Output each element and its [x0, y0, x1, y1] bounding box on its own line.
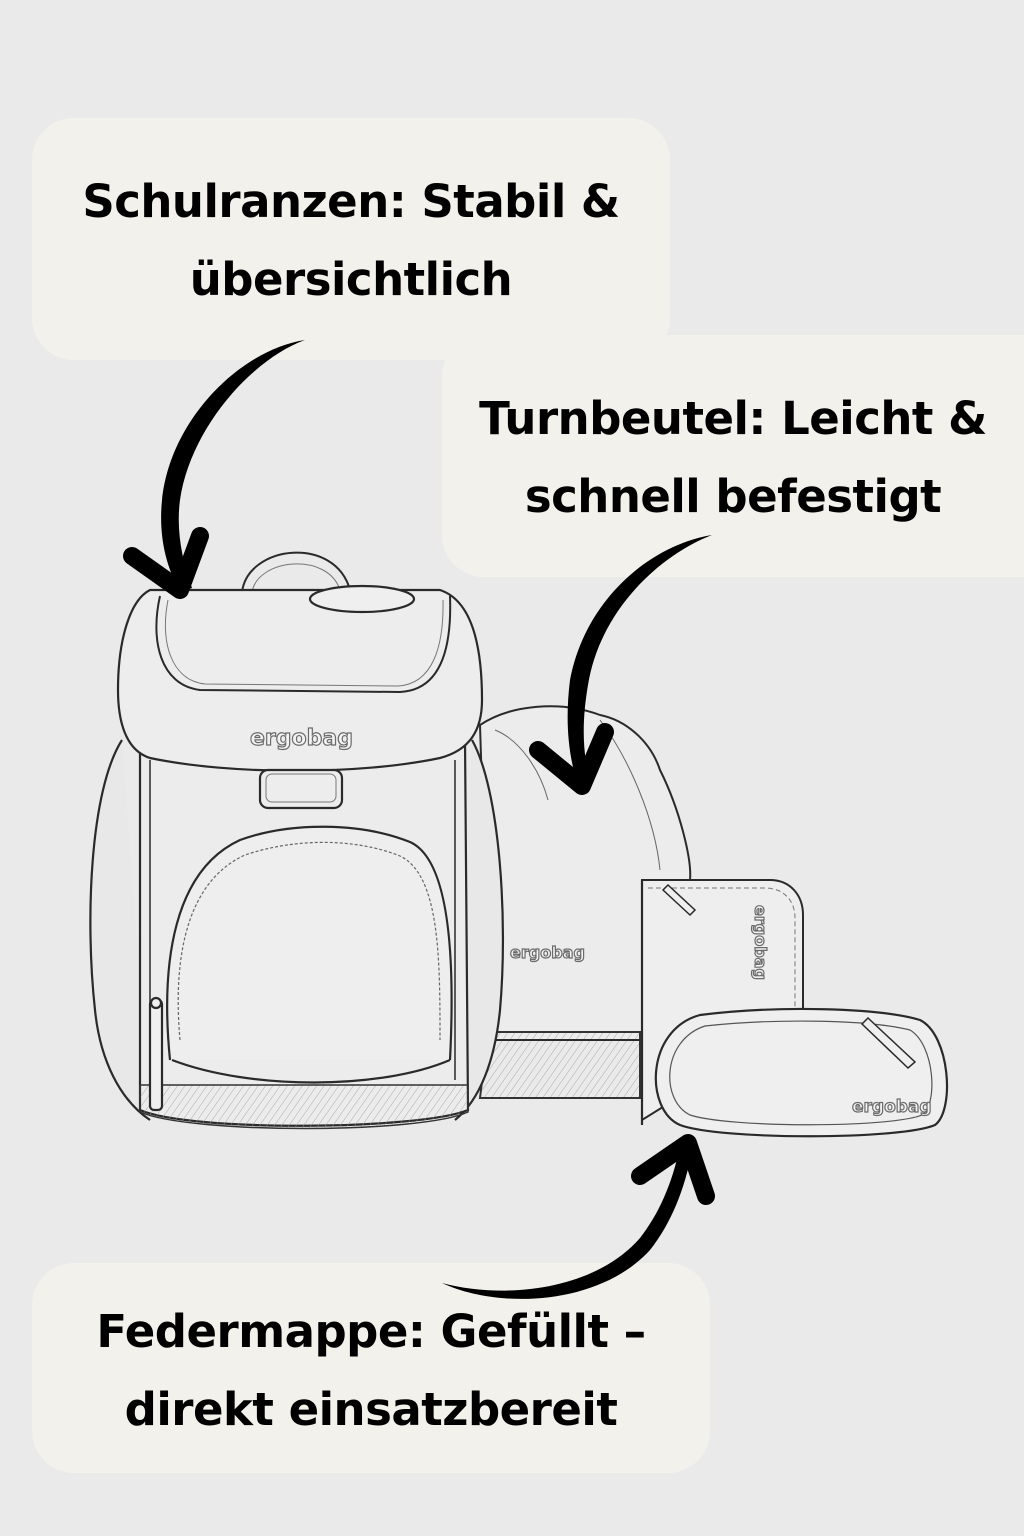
curved-arrow-down-icon: [529, 535, 712, 795]
pencil-case-logo: ergobag: [751, 905, 770, 980]
callout-schulranzen-line-1: Schulranzen: Stabil &: [82, 175, 620, 228]
curved-arrow-down-icon: [123, 340, 305, 599]
callout-federmappe-line-2: direkt einsatzbereit: [124, 1383, 618, 1436]
callout-federmappe: Federmappe: Gefüllt – direkt einsatzbere…: [32, 1263, 710, 1473]
pencil-pouch-illustration: ergobag: [654, 1007, 949, 1138]
callout-turnbeutel: Turnbeutel: Leicht & schnell befestigt: [442, 335, 1024, 577]
callout-schulranzen: Schulranzen: Stabil & übersichtlich: [32, 118, 670, 360]
callout-federmappe-line-1: Federmappe: Gefüllt –: [96, 1305, 646, 1358]
backpack-logo: ergobag: [250, 726, 353, 751]
callout-turnbeutel-line-1: Turnbeutel: Leicht &: [479, 392, 987, 445]
gym-bag-logo: ergobag: [510, 943, 585, 962]
callout-schulranzen-line-2: übersichtlich: [189, 253, 513, 306]
pouch-logo: ergobag: [852, 1097, 932, 1117]
school-backpack-illustration: ergobag: [89, 551, 505, 1130]
callout-turnbeutel-line-2: schnell befestigt: [524, 470, 942, 523]
curved-arrow-up-icon: [442, 1134, 715, 1299]
